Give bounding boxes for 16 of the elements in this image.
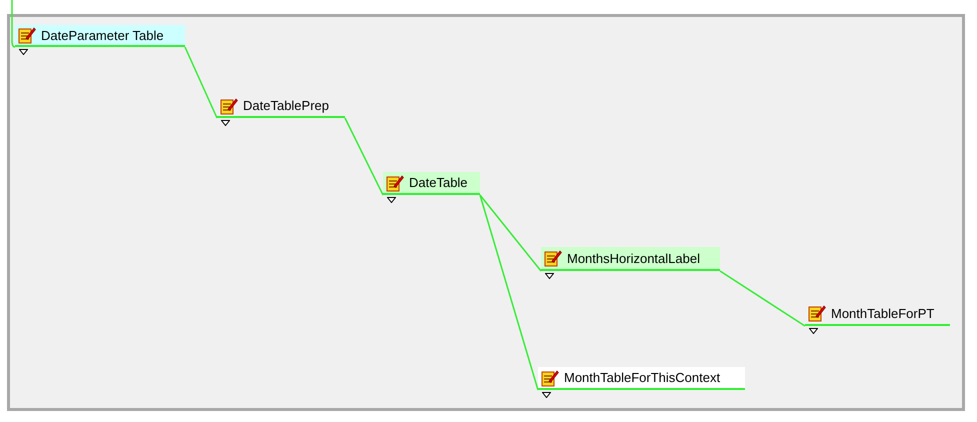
table-node xyxy=(541,247,720,271)
connector-line xyxy=(720,270,806,327)
table-name: MonthsHorizontalLabel xyxy=(567,250,700,266)
table-node xyxy=(15,25,185,47)
table-node xyxy=(383,172,480,195)
connector-line xyxy=(479,194,539,390)
connector-line xyxy=(184,46,218,118)
table-name: MonthTableForPT xyxy=(831,306,934,320)
table-node xyxy=(538,367,745,390)
table-name: DateTablePrep xyxy=(243,98,329,113)
connector-line xyxy=(479,194,542,272)
connector-line xyxy=(344,118,384,196)
table-name: DateTable xyxy=(409,175,468,190)
table-name: MonthTableForThisContext xyxy=(564,370,720,385)
connector-line xyxy=(11,0,16,48)
table-name: DateParameter Table xyxy=(41,28,164,42)
